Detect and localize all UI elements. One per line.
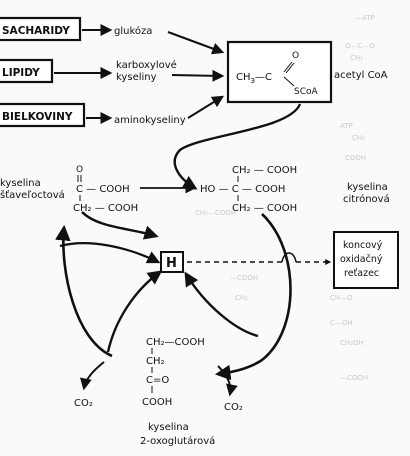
- svg-text:reťazec: reťazec: [344, 268, 379, 279]
- svg-text:CH₂: CH₂: [350, 54, 363, 62]
- svg-text:CH₂: CH₂: [352, 134, 365, 142]
- co2-left-label: CO₂: [74, 398, 93, 409]
- arrow-co2-right: [217, 365, 238, 397]
- arrow-oxaloacetate-h: [81, 211, 159, 240]
- svg-text:CH₂: CH₂: [146, 356, 165, 367]
- arrow-amino-acids-acetyl-coa: [187, 95, 225, 119]
- proteins-label: BIELKOVINY: [2, 111, 73, 123]
- oxaloacetate-label-2: šťaveľoctová: [0, 189, 65, 201]
- svg-text:CH₂—COOH: CH₂—COOH: [195, 209, 236, 217]
- fatty-acids-label-2: kyseliny: [116, 72, 157, 83]
- svg-text:C=O: C=O: [146, 375, 169, 386]
- svg-text:C — COOH: C — COOH: [76, 184, 130, 195]
- svg-text:O: O: [76, 165, 83, 175]
- acetyl-coa-box: CH3—C O SCoA: [226, 40, 333, 104]
- acetyl-formula: CH3—C: [236, 72, 272, 85]
- lipids-box: LIPIDY: [0, 58, 54, 84]
- svg-text:CH₂OH: CH₂OH: [340, 339, 364, 347]
- svg-text:CH₂ — COOH: CH₂ — COOH: [73, 203, 138, 214]
- hydrogen-box: H: [160, 251, 184, 273]
- acetyl-scoa: SCoA: [294, 87, 319, 97]
- acetyl-oxygen: O: [292, 51, 299, 61]
- svg-text:COOH: COOH: [142, 397, 172, 408]
- arrow-co2-left: [80, 361, 105, 391]
- svg-text:O—C—O: O—C—O: [345, 42, 375, 50]
- saccharides-box: SACHARIDY: [0, 16, 82, 42]
- arrow-acetyl-coa-citrate: [173, 103, 302, 190]
- arrow-fatty-acids-acetyl-coa: [171, 69, 225, 82]
- svg-text:—ATP: —ATP: [355, 14, 375, 22]
- ketoglutarate-label-2: 2-oxoglutárová: [140, 435, 215, 447]
- saccharides-label: SACHARIDY: [2, 25, 70, 37]
- citrate-label-2: citrónová: [343, 193, 390, 205]
- svg-text:CH₂ — COOH: CH₂ — COOH: [232, 203, 297, 214]
- glucose-label: glukóza: [114, 25, 152, 37]
- acetyl-coa-label: acetyl CoA: [334, 70, 388, 81]
- svg-text:oxidačný: oxidačný: [340, 254, 383, 265]
- amino-acids-label: aminokyseliny: [114, 115, 186, 126]
- oxaloacetate-formula: O C — COOH CH₂ — COOH: [73, 165, 138, 214]
- arrow-bottom-left-h: [106, 270, 163, 353]
- svg-text:ATP: ATP: [340, 122, 353, 130]
- respiratory-chain-box: koncový oxidačný reťazec: [333, 231, 399, 289]
- svg-text:CH₂: CH₂: [235, 294, 248, 302]
- svg-text:koncový: koncový: [343, 240, 383, 251]
- svg-text:CH—O: CH—O: [330, 294, 353, 302]
- oxaloacetate-label-1: kyselina: [0, 178, 41, 189]
- arrow-to-oxaloacetate: [55, 224, 113, 358]
- background-bleed-through: —ATP O—C—O CH₂ ATP CH₂ COOH CH₂—COOH —CO…: [195, 14, 375, 382]
- svg-text:—COOH: —COOH: [230, 274, 258, 282]
- arrow-glucose-acetyl-coa: [167, 31, 225, 55]
- svg-text:CH₂ — COOH: CH₂ — COOH: [232, 165, 297, 176]
- arrow-bottom-right-h: [184, 271, 259, 338]
- citrate-label-1: kyselina: [347, 182, 388, 193]
- co2-right-label: CO₂: [224, 402, 243, 413]
- lipids-label: LIPIDY: [2, 67, 40, 79]
- dashed-arrow-hop: [281, 252, 297, 263]
- arrow-left-h: [59, 242, 161, 264]
- citrate-formula: CH₂ — COOH HO — C — COOH CH₂ — COOH: [200, 165, 297, 214]
- svg-text:—COOH: —COOH: [340, 374, 368, 382]
- svg-text:COOH: COOH: [345, 154, 366, 162]
- svg-text:CH₂—COOH: CH₂—COOH: [146, 337, 205, 348]
- fatty-acids-label-1: karboxylové: [116, 59, 177, 71]
- svg-text:HO — C — COOH: HO — C — COOH: [200, 184, 285, 195]
- ketoglutarate-formula: CH₂—COOH CH₂ C=O COOH: [142, 337, 205, 408]
- svg-text:C—OH: C—OH: [330, 319, 353, 327]
- arrow-citrate-ketoglutarate: [214, 213, 292, 381]
- ketoglutarate-label-1: kyselina: [148, 422, 189, 433]
- hydrogen-label: H: [166, 256, 177, 271]
- proteins-box: BIELKOVINY: [0, 102, 86, 128]
